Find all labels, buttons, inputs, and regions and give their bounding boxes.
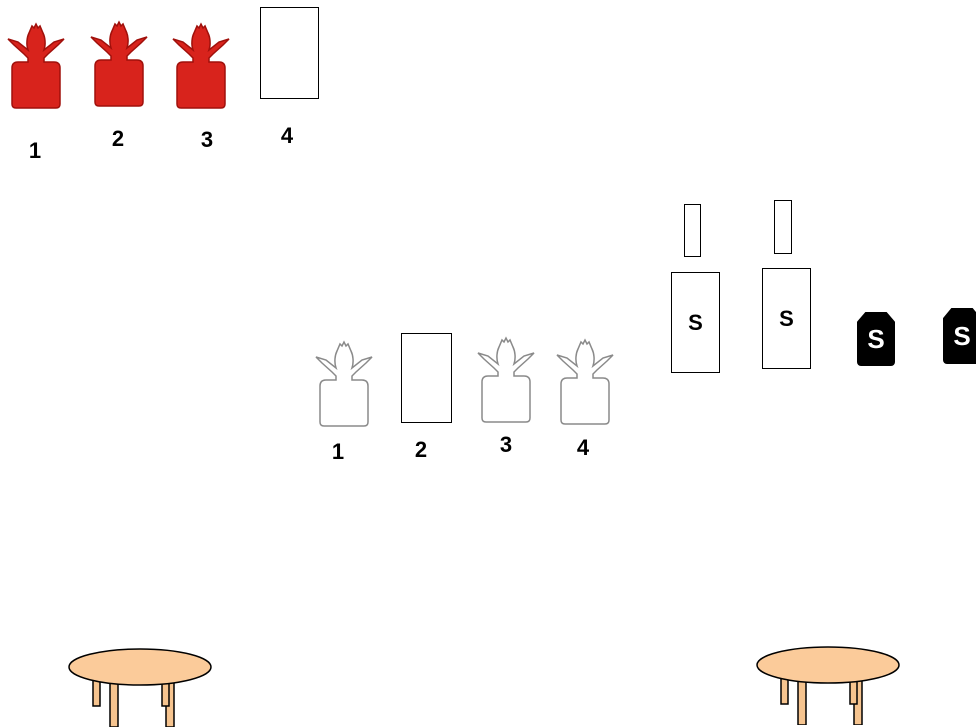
middle-target-number: 2 [414,437,428,462]
white-cowboy-target-icon [314,340,374,428]
shotgun-target-label: S [779,305,794,331]
top-target-number: 3 [200,127,214,152]
shotgun-standing-target: S [671,272,720,373]
shotgun-knockdown-target: S [857,312,895,366]
red-cowboy-target-icon [89,20,149,108]
shotgun-target-label: S [867,323,885,354]
red-cowboy-target-icon [6,22,66,110]
paper-target-icon [401,333,452,423]
shotgun-target-label: S [953,320,971,351]
top-target-number: 1 [28,138,42,163]
shotgun-standing-target: S [762,268,811,369]
white-cowboy-target-icon [555,338,615,426]
middle-target-number: 1 [331,439,345,464]
round-table-icon [754,645,904,725]
middle-target-number: 3 [499,432,513,457]
middle-target-number: 4 [576,435,590,460]
white-cowboy-target-icon [476,336,536,424]
shotgun-knockdown-target: S [943,308,976,364]
shotgun-target-post [774,200,792,254]
shotgun-target-post [684,204,701,257]
round-table-icon [66,647,216,727]
paper-target-icon [260,7,319,99]
top-target-number: 4 [280,123,294,148]
red-cowboy-target-icon [171,22,231,110]
top-target-number: 2 [111,126,125,151]
shotgun-target-label: S [688,309,703,335]
